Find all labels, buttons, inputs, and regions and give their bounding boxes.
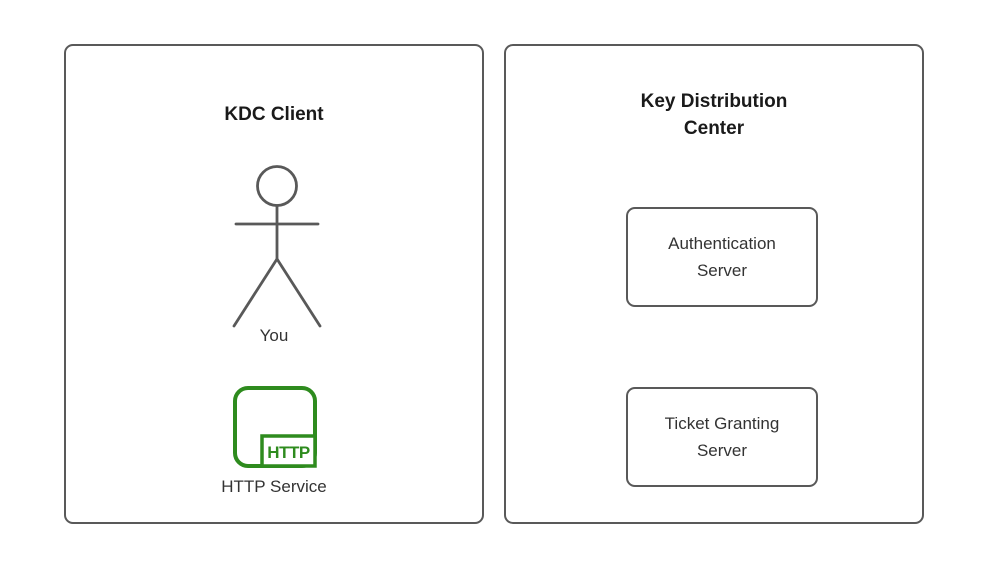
key-distribution-center-panel: Key Distribution Center Authentication S… — [504, 44, 924, 524]
authentication-server-node: Authentication Server — [626, 207, 818, 307]
ticket-granting-server-label: Ticket Granting Server — [664, 414, 780, 460]
http-icon-text: HTTP — [267, 443, 310, 462]
authentication-server-label: Authentication Server — [668, 234, 776, 280]
stick-figure-icon — [232, 165, 322, 328]
actor-label: You — [259, 326, 289, 345]
http-service-icon: HTTP — [233, 386, 317, 468]
http-service-label: HTTP Service — [221, 477, 327, 496]
kdc-title: Key Distribution Center — [506, 88, 922, 142]
kdc-client-panel: KDC Client You HTTP HTTP Service — [64, 44, 484, 524]
kdc-title-text: Key Distribution Center — [640, 91, 788, 139]
ticket-granting-server-node: Ticket Granting Server — [626, 387, 818, 487]
kdc-client-title: KDC Client — [66, 101, 482, 128]
kdc-client-title-text: KDC Client — [224, 104, 324, 125]
